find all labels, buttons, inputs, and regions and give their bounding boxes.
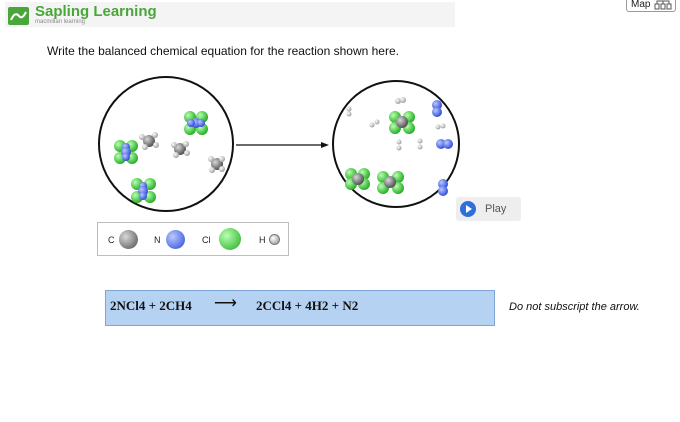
ncl4-molecule [114,140,138,164]
brand-subtitle: macmillan learning [35,19,86,25]
sapling-logo-icon [8,7,29,25]
reaction-arrow [236,142,329,148]
n2-molecule [432,100,442,117]
carbon-atom-icon [119,230,138,249]
ccl4-molecule [377,171,404,194]
map-icon [654,0,672,10]
legend-label-hydrogen: H [259,235,266,245]
equation-products: 2CCl4 + 4H2 + N2 [256,298,359,313]
ch4-molecule [139,132,159,150]
ccl4-molecule [389,111,415,134]
ncl4-molecule [131,178,156,203]
legend-label-carbon: C [108,235,115,245]
ncl4-molecule [184,111,208,135]
h2-molecule [369,119,380,128]
h2-molecule [395,97,406,104]
equation-answer-field[interactable]: 2NCl4 + 2CH4 ⟶ 2CCl4 + 4H2 + N2 [105,290,495,326]
n2-molecule [438,179,448,196]
play-label: Play [485,203,507,215]
chlorine-atom-icon [219,228,241,250]
nitrogen-atom-icon [166,230,185,249]
n2-molecule [436,139,453,149]
question-prompt: Write the balanced chemical equation for… [47,44,399,58]
h2-molecule [435,123,446,130]
hydrogen-atom-icon [269,234,280,245]
legend-label-chlorine: Cl [202,235,211,245]
ch4-molecule [208,156,225,173]
h2-molecule [346,106,352,117]
h2-molecule [417,138,423,150]
atom-legend: C N Cl H [97,222,289,256]
instruction-note: Do not subscript the arrow. [509,301,640,313]
ccl4-molecule [345,168,370,190]
play-icon [460,201,476,217]
products-container [332,80,460,208]
equation-reactants: 2NCl4 + 2CH4 [110,298,192,313]
legend-label-nitrogen: N [154,235,161,245]
map-button[interactable]: Map [626,0,676,12]
play-button[interactable]: Play [456,197,521,221]
h2-molecule [396,139,402,151]
map-label: Map [631,0,651,10]
ch4-molecule [171,141,190,158]
equation-arrow: ⟶ [214,295,237,312]
header-bar: Sapling Learning macmillan learning [5,2,455,27]
reactants-container [98,76,234,212]
brand-name: Sapling Learning [35,3,157,20]
